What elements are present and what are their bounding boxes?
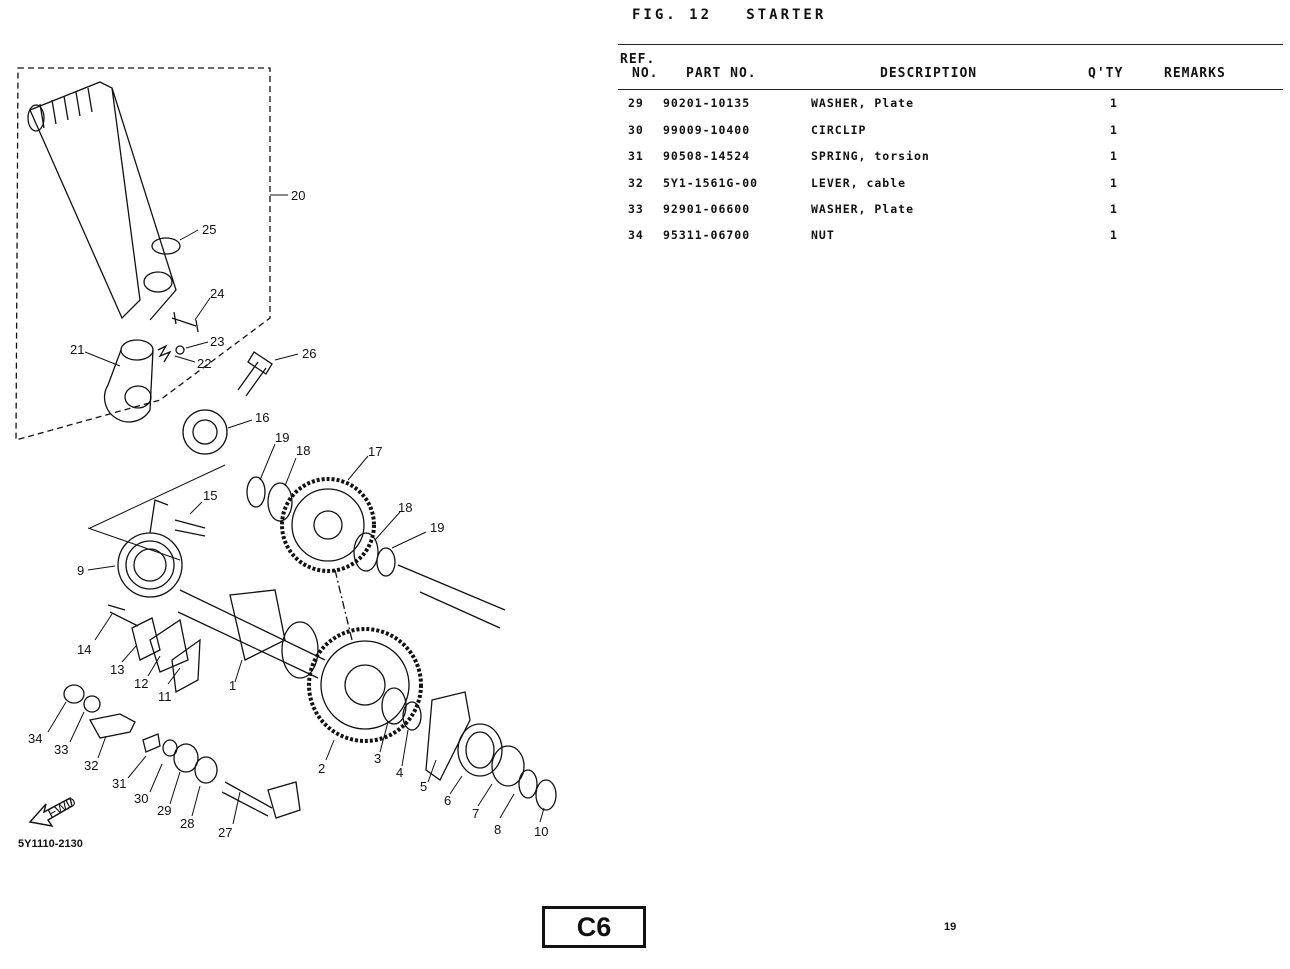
exploded-parts-diagram: FWD 20 25 24 23 22 21 26 16 19 18 17 18 — [15, 67, 557, 840]
callout-31: 31 — [112, 776, 126, 791]
table-header-rule — [618, 89, 1283, 90]
callout-19: 19 — [275, 430, 289, 445]
callout-1: 1 — [229, 678, 236, 693]
svg-text:FWD: FWD — [45, 794, 78, 821]
callout-23: 23 — [210, 334, 224, 349]
header-qty: Q'TY — [1088, 66, 1124, 81]
callout-17: 17 — [368, 444, 382, 459]
header-ref-line2: NO. — [632, 66, 659, 81]
header-ref-line1: REF. — [620, 52, 656, 67]
page-section-box: C6 — [542, 906, 646, 948]
callout-16: 16 — [255, 410, 269, 425]
callout-9: 9 — [77, 563, 84, 578]
callout-8: 8 — [494, 822, 501, 837]
callout-4: 4 — [396, 765, 403, 780]
callout-32: 32 — [84, 758, 98, 773]
callout-20: 20 — [291, 188, 305, 203]
callout-18: 18 — [296, 443, 310, 458]
header-description: DESCRIPTION — [880, 66, 978, 81]
callout-21: 21 — [70, 342, 84, 357]
callout-34: 34 — [28, 731, 42, 746]
forward-arrow-icon: FWD — [28, 794, 78, 827]
diagram-code: 5Y1110-2130 — [18, 838, 83, 850]
callout-labels: 20 25 24 23 22 21 26 16 19 18 17 18 19 1… — [28, 188, 548, 840]
header-remarks: REMARKS — [1164, 66, 1226, 81]
callout-26: 26 — [302, 346, 316, 361]
callout-18b: 18 — [398, 500, 412, 515]
callout-14: 14 — [77, 642, 91, 657]
page-number: 19 — [944, 921, 957, 933]
callout-30: 30 — [134, 791, 148, 806]
table-top-rule — [618, 44, 1283, 45]
callout-12: 12 — [134, 676, 148, 691]
callout-25: 25 — [202, 222, 216, 237]
callout-10: 10 — [534, 824, 548, 839]
callout-2: 2 — [318, 761, 325, 776]
callout-13: 13 — [110, 662, 124, 677]
callout-7: 7 — [472, 806, 479, 821]
callout-28: 28 — [180, 816, 194, 831]
callout-27: 27 — [218, 825, 232, 840]
callout-19b: 19 — [430, 520, 444, 535]
callout-29: 29 — [157, 803, 171, 818]
figure-title: FIG. 12 STARTER — [632, 7, 827, 23]
callout-6: 6 — [444, 793, 451, 808]
callout-24: 24 — [210, 286, 224, 301]
callout-15: 15 — [203, 488, 217, 503]
callout-5: 5 — [420, 779, 427, 794]
callout-3: 3 — [374, 751, 381, 766]
callout-22: 22 — [197, 356, 211, 371]
callout-33: 33 — [54, 742, 68, 757]
callout-11: 11 — [158, 689, 172, 704]
header-part-no: PART NO. — [686, 66, 757, 81]
